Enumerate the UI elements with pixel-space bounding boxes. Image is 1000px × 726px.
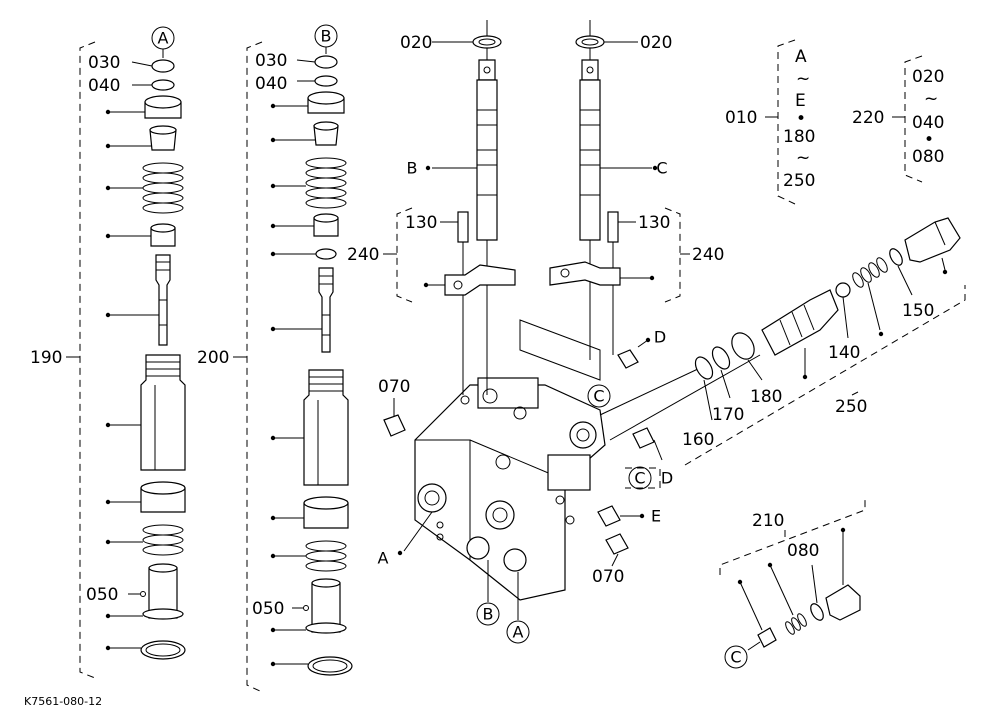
callout-d-upper: D (654, 328, 666, 347)
label-130-left: 130 (405, 213, 437, 233)
callout-a-bottom: A (513, 623, 524, 642)
range-010: 010 A ~ E • 180 ~ 250 (725, 39, 815, 205)
label-200: 200 (197, 348, 229, 368)
range-220-dot: • (924, 130, 934, 150)
label-040-left: 040 (88, 76, 120, 96)
bracket-240-left: 240 130 (347, 207, 516, 395)
label-160: 160 (682, 430, 714, 450)
relief-assembly-250: 160 170 180 140 150 (599, 217, 966, 466)
label-050-left: 050 (86, 585, 118, 605)
range-220-020: 020 (912, 67, 944, 87)
label-070-right: 070 (592, 567, 624, 587)
spool-right-020: 020 C (575, 20, 672, 360)
label-140: 140 (828, 343, 860, 363)
callout-b-body: B (483, 605, 494, 624)
callout-b-top: B (321, 27, 332, 46)
range-220-040: 040 (912, 113, 944, 133)
label-170: 170 (712, 405, 744, 425)
plug-070-left: 070 (378, 377, 410, 437)
label-040-mid: 040 (255, 74, 287, 94)
label-240-right: 240 (692, 245, 724, 265)
label-210: 210 (752, 511, 784, 531)
range-220-tilde: ~ (924, 89, 938, 109)
bracket-240-right: 240 130 (549, 207, 724, 355)
range-010-250: 250 (783, 171, 815, 191)
label-050-mid: 050 (252, 599, 284, 619)
callout-c-side: C (634, 469, 645, 488)
callout-b-spool: B (407, 159, 418, 178)
spool-left-020: 020 B (400, 20, 502, 395)
range-010-tilde1: ~ (796, 69, 810, 89)
label-030-left: 030 (88, 53, 120, 73)
callout-d-lower: D (661, 469, 673, 488)
spring-left-lower (142, 524, 184, 556)
label-130-right: 130 (638, 213, 670, 233)
bracket-190 (79, 41, 96, 679)
callout-c-210: C (730, 648, 741, 667)
spring-left-upper (142, 162, 184, 214)
plug-e: E (597, 505, 661, 527)
range-010-tilde2: ~ (796, 148, 810, 168)
callout-a-top: A (158, 29, 169, 48)
range-010-dot: • (796, 109, 806, 129)
callout-e: E (651, 507, 661, 526)
label-080: 080 (787, 541, 819, 561)
callout-a-body: A (378, 549, 389, 568)
spring-mid-lower (305, 540, 347, 572)
range-010-e: E (795, 91, 806, 111)
bracket-200 (246, 41, 263, 693)
label-070-left: 070 (378, 377, 410, 397)
range-010-180: 180 (783, 127, 815, 147)
range-010-start: A (795, 47, 807, 67)
spool-bore-plane (519, 319, 601, 381)
label-250: 250 (835, 397, 867, 417)
range-220: 220 020 ~ 040 • 080 (852, 55, 944, 183)
assembly-200: 200 B 030 040 (197, 24, 353, 693)
valve-body (414, 377, 606, 601)
callout-c-body: C (593, 387, 604, 406)
spring-mid-upper (305, 157, 347, 209)
figure-code: K7561-080-12 (24, 695, 102, 708)
label-030-mid: 030 (255, 51, 287, 71)
label-010: 010 (725, 108, 757, 128)
label-190: 190 (30, 348, 62, 368)
label-150: 150 (902, 301, 934, 321)
plug-d-upper: D (617, 328, 666, 369)
assembly-190: 190 A 030 040 (30, 26, 186, 679)
assembly-210: 210 080 C (719, 500, 866, 669)
plug-070-right: 070 (592, 533, 629, 587)
label-220: 220 (852, 108, 884, 128)
callout-c-spool: C (656, 159, 667, 178)
range-220-080: 080 (912, 147, 944, 167)
label-180: 180 (750, 387, 782, 407)
label-020-right: 020 (640, 33, 672, 53)
plug-d-lower: D (632, 427, 673, 488)
label-240-left: 240 (347, 245, 379, 265)
label-020-left: 020 (400, 33, 432, 53)
